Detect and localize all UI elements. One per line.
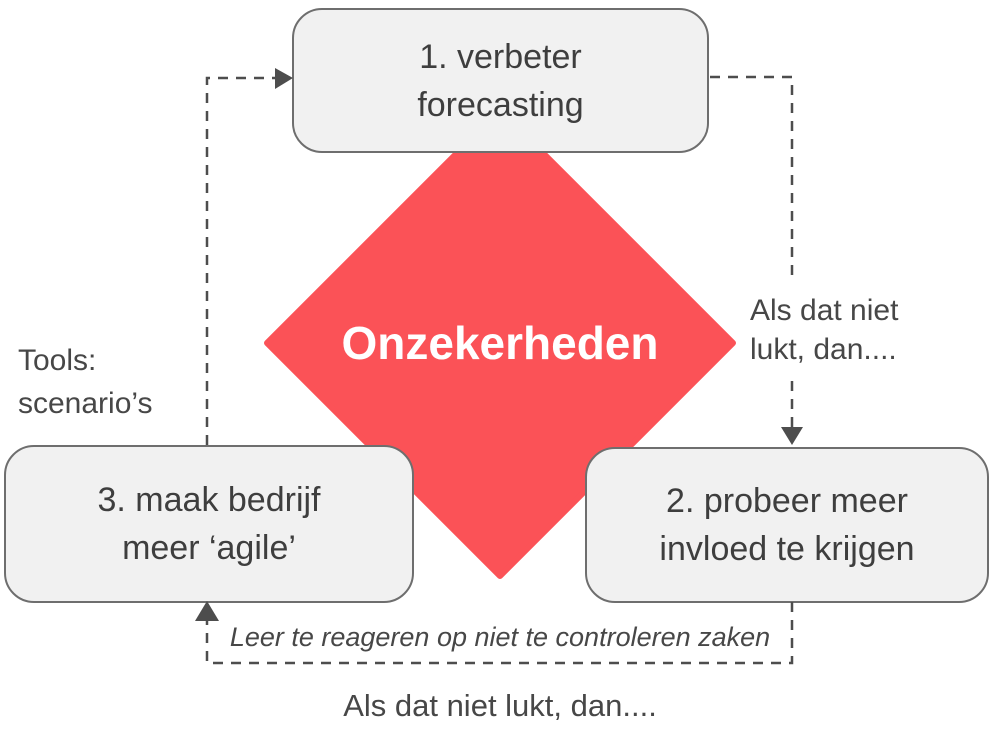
node-box-3-line1: 3. maak bedrijf — [97, 481, 321, 519]
label-tools-scenarios: Tools: scenario’s — [18, 339, 153, 425]
node-box-3-line2: meer ‘agile’ — [122, 529, 296, 567]
label-tools-line1: Tools: — [18, 344, 97, 377]
node-box-1-line2: forecasting — [417, 85, 584, 124]
node-box-2-probeer-invloed: 2. probeer meer invloed te krijgen — [585, 447, 989, 603]
diamond-label: Onzekerheden — [341, 317, 659, 369]
arrowhead-into-box2-icon — [781, 427, 803, 445]
node-box-2-line2: invloed te krijgen — [659, 530, 915, 568]
arrowhead-into-box3-icon — [195, 601, 219, 621]
node-box-1-text: 1. verbeter forecasting — [417, 33, 583, 129]
flow-line-3-to-1 — [205, 76, 277, 445]
node-box-3-maak-agile: 3. maak bedrijf meer ‘agile’ — [4, 445, 414, 603]
flow-line-1-to-2-upper — [710, 75, 794, 277]
label-tools-line2: scenario’s — [18, 387, 153, 420]
node-box-3-text: 3. maak bedrijf meer ‘agile’ — [98, 476, 321, 572]
node-box-2-line1: 2. probeer meer — [666, 482, 908, 520]
node-box-1-verbeter-forecasting: 1. verbeter forecasting — [292, 8, 709, 153]
label-right-line1: Als dat niet — [750, 294, 899, 327]
label-als-dat-niet-right: Als dat niet lukt, dan.... — [750, 291, 898, 369]
label-right-line2: lukt, dan.... — [750, 333, 897, 366]
label-leer-te-reageren: Leer te reageren op niet te controleren … — [229, 622, 771, 652]
node-box-1-line1: 1. verbeter — [419, 37, 582, 76]
node-box-2-text: 2. probeer meer invloed te krijgen — [659, 477, 914, 573]
label-als-dat-niet-bottom: Als dat niet lukt, dan.... — [343, 688, 657, 723]
arrowhead-into-box1-icon — [275, 68, 293, 89]
